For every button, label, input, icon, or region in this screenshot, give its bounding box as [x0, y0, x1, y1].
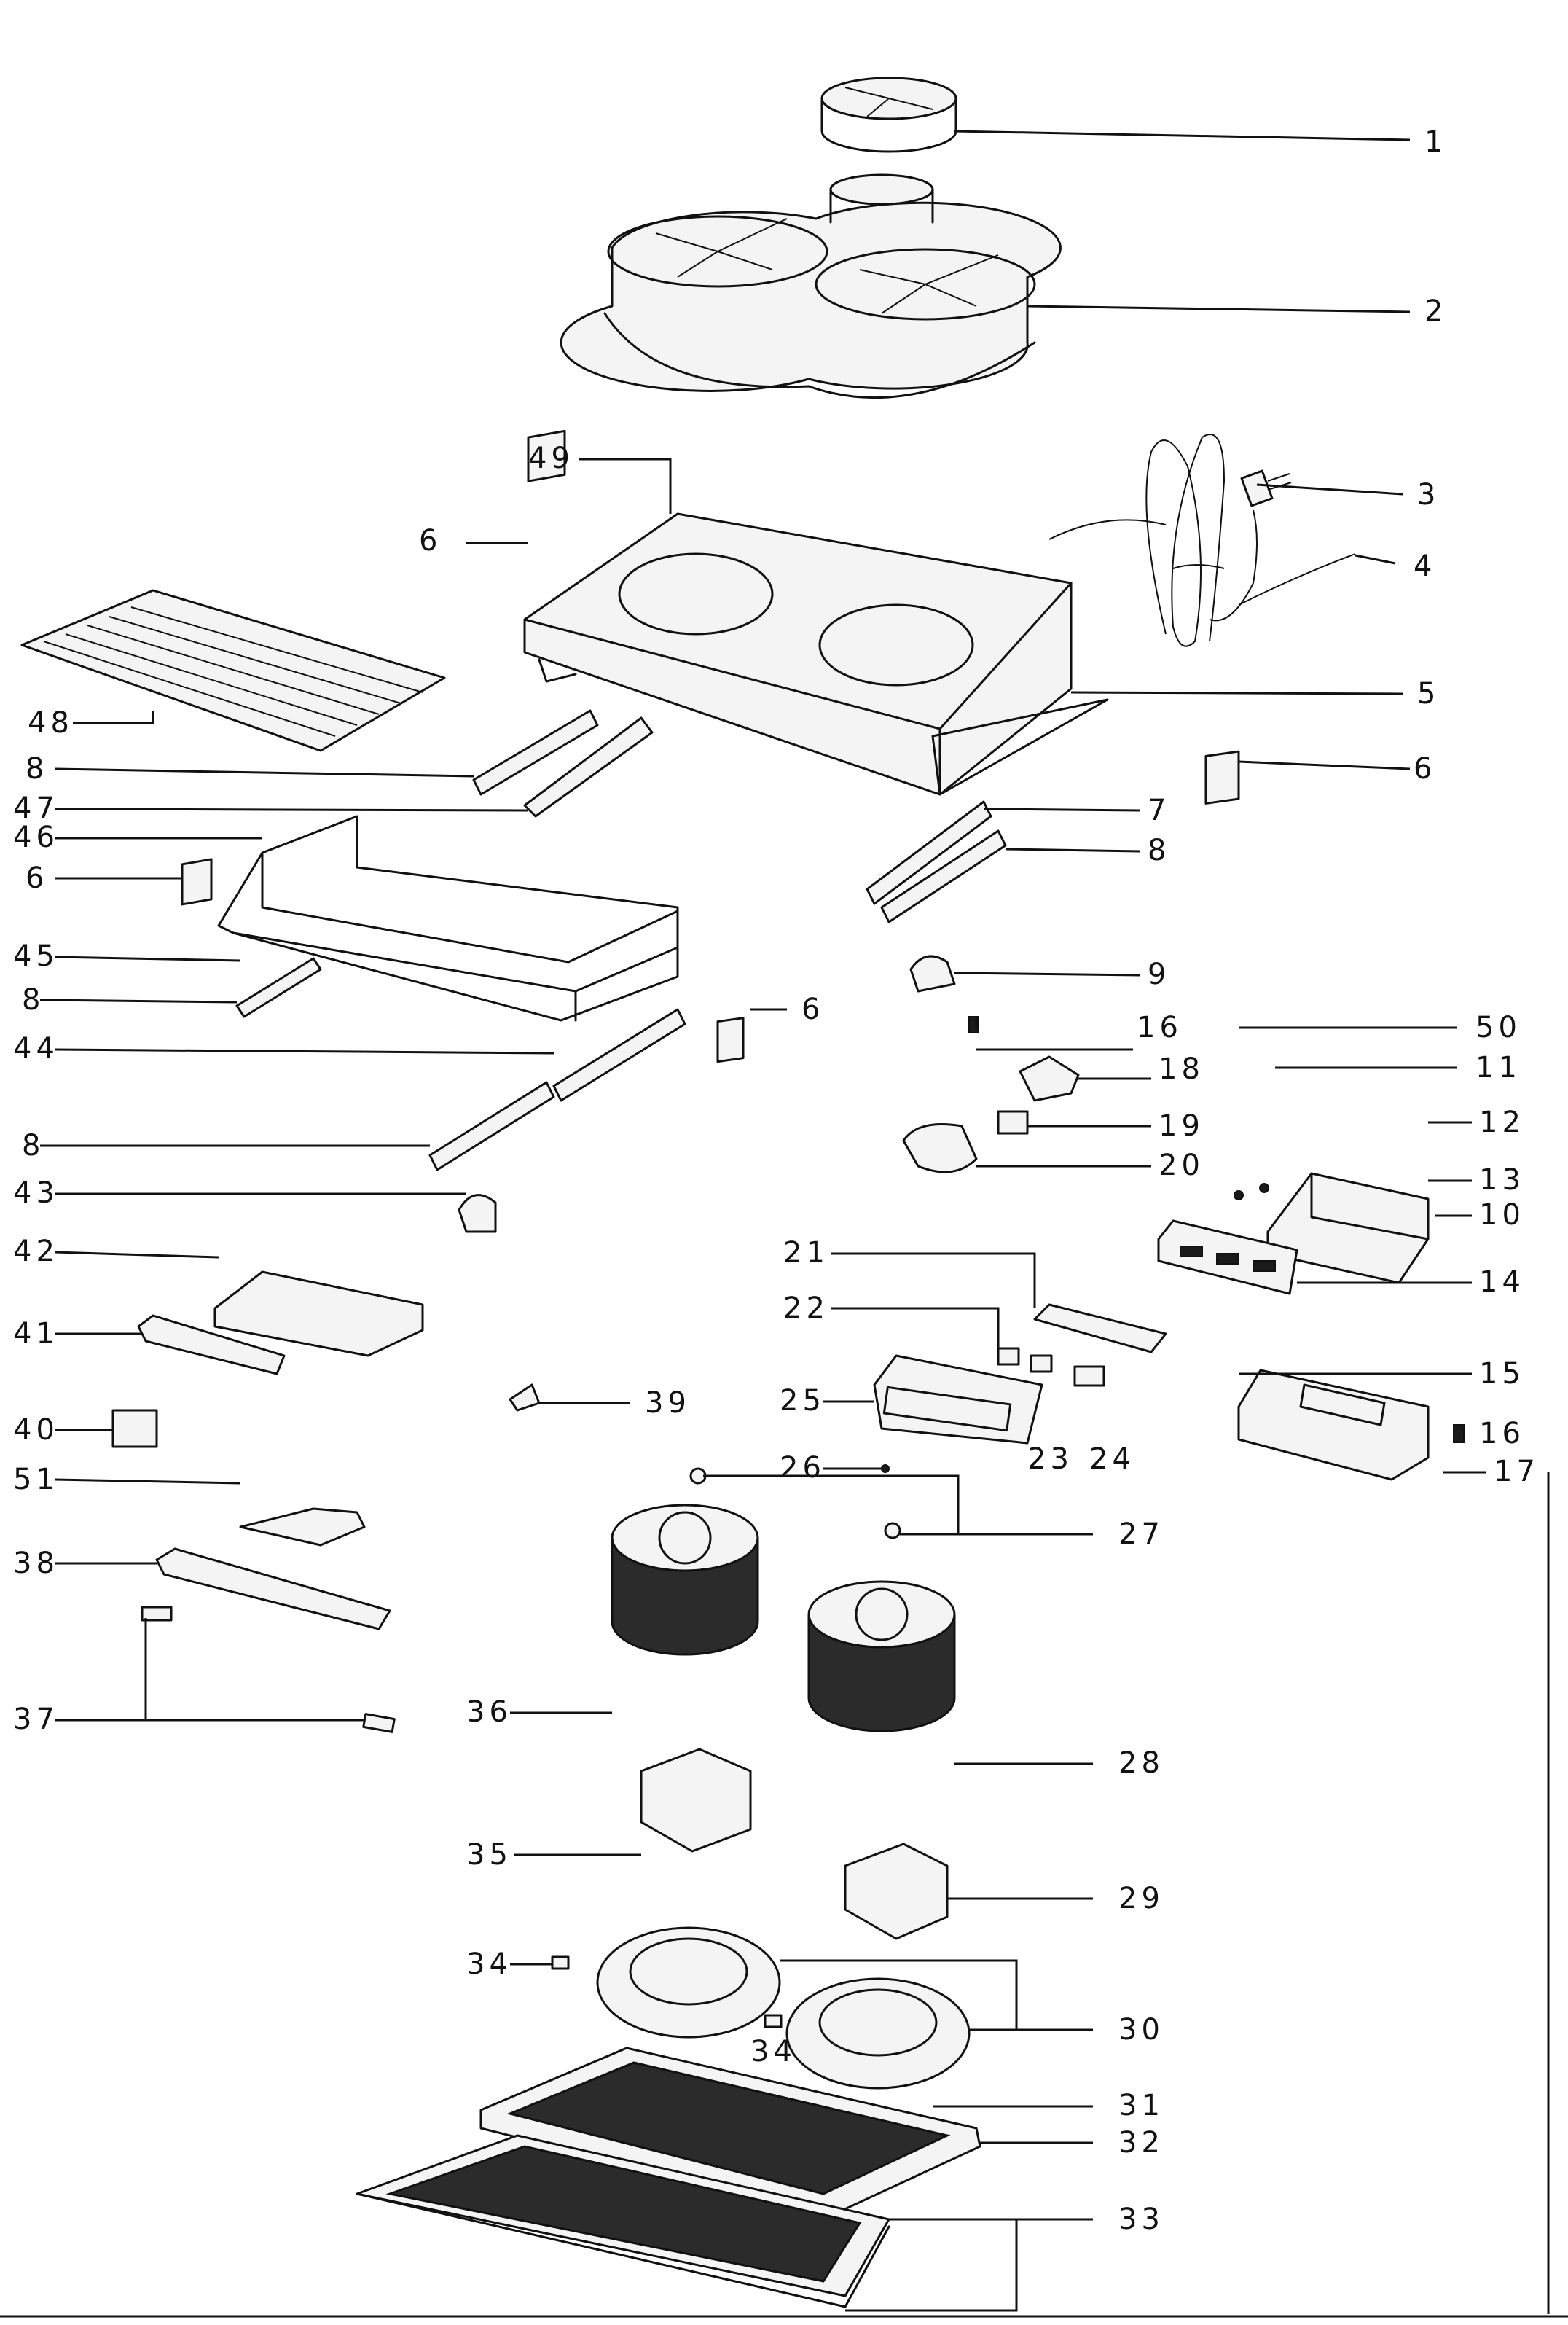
callout-42: 42 — [13, 1235, 59, 1268]
callout-46: 46 — [13, 821, 59, 854]
part-electric-components — [902, 1016, 1080, 1173]
callout-48: 48 — [28, 706, 74, 740]
callout-23: 23 — [1027, 1442, 1073, 1476]
callout-37: 37 — [13, 1703, 59, 1736]
callout-31: 31 — [1118, 2089, 1164, 2122]
callout-24: 24 — [1089, 1442, 1135, 1476]
callout-33: 33 — [1118, 2203, 1164, 2236]
callout-43: 43 — [13, 1176, 59, 1210]
callout-22: 22 — [783, 1292, 829, 1325]
callout-36: 36 — [466, 1695, 512, 1729]
callout-8: 8 — [22, 1129, 44, 1162]
callout-28: 28 — [1118, 1746, 1164, 1780]
callout-34: 34 — [466, 1947, 512, 1981]
part-top-grid — [20, 589, 446, 752]
callout-30: 30 — [1118, 2013, 1164, 2047]
callout-7: 7 — [1148, 794, 1170, 827]
callout-6: 6 — [419, 524, 442, 558]
callout-15: 15 — [1479, 1357, 1525, 1391]
callout-6: 6 — [26, 861, 48, 895]
part-duct-ring — [820, 77, 957, 153]
callout-34: 34 — [750, 2035, 796, 2068]
callout-17: 17 — [1494, 1455, 1540, 1488]
callout-21: 21 — [783, 1236, 829, 1270]
callout-2: 2 — [1424, 294, 1447, 328]
callout-41: 41 — [13, 1317, 59, 1351]
callout-9: 9 — [1148, 958, 1170, 991]
part-switch-panel — [873, 1303, 1167, 1473]
part-brackets — [181, 429, 1240, 1063]
callout-13: 13 — [1479, 1163, 1525, 1197]
part-motor-plates — [551, 1926, 971, 2090]
part-front-cover — [1237, 1369, 1465, 1481]
part-circuit-board — [1157, 1219, 1298, 1295]
part-motors — [640, 1748, 949, 1940]
part-blower-wheels — [611, 1467, 956, 1732]
part-fan-housing — [560, 173, 1062, 399]
part-frame — [217, 815, 679, 1022]
callout-25: 25 — [780, 1384, 826, 1418]
part-left-small-components — [111, 1270, 541, 1733]
callout-50: 50 — [1475, 1011, 1521, 1044]
callout-18: 18 — [1159, 1052, 1204, 1086]
callout-8: 8 — [1148, 834, 1170, 867]
callout-6: 6 — [801, 993, 824, 1026]
callout-47: 47 — [13, 792, 59, 825]
callout-32: 32 — [1118, 2126, 1164, 2160]
part-power-cord — [1048, 434, 1356, 647]
callout-1: 1 — [1424, 125, 1447, 159]
callout-45: 45 — [13, 939, 59, 973]
callout-8: 8 — [26, 752, 48, 786]
callout-4: 4 — [1414, 550, 1436, 583]
callout-12: 12 — [1479, 1106, 1525, 1139]
callout-14: 14 — [1479, 1265, 1525, 1299]
callout-26: 26 — [780, 1451, 826, 1485]
callout-16: 16 — [1479, 1417, 1525, 1450]
callout-20: 20 — [1159, 1149, 1204, 1182]
part-rails — [235, 709, 1007, 1171]
callout-19: 19 — [1159, 1109, 1204, 1143]
callout-labels: 1 2 3 4 5 6 6 6 6 7 8 8 8 8 9 10 11 12 1… — [13, 125, 1540, 2236]
callout-39: 39 — [645, 1386, 691, 1420]
callout-16: 16 — [1137, 1011, 1183, 1044]
callout-44: 44 — [13, 1032, 59, 1066]
callout-35: 35 — [466, 1838, 512, 1872]
callout-27: 27 — [1118, 1517, 1164, 1551]
callout-38: 38 — [13, 1547, 59, 1580]
callout-49: 49 — [528, 442, 574, 475]
leader-lines — [0, 130, 1568, 2318]
part-main-housing — [523, 512, 1109, 796]
callout-29: 29 — [1118, 1882, 1164, 1915]
callout-6: 6 — [1414, 752, 1436, 786]
callout-3: 3 — [1417, 478, 1440, 512]
callout-10: 10 — [1479, 1198, 1525, 1232]
part-clips — [458, 955, 956, 1233]
callout-8: 8 — [22, 983, 44, 1017]
callout-5: 5 — [1417, 677, 1440, 711]
callout-11: 11 — [1475, 1051, 1521, 1085]
part-base-filters — [356, 2047, 981, 2308]
callout-51: 51 — [13, 1463, 59, 1496]
callout-40: 40 — [13, 1413, 59, 1447]
